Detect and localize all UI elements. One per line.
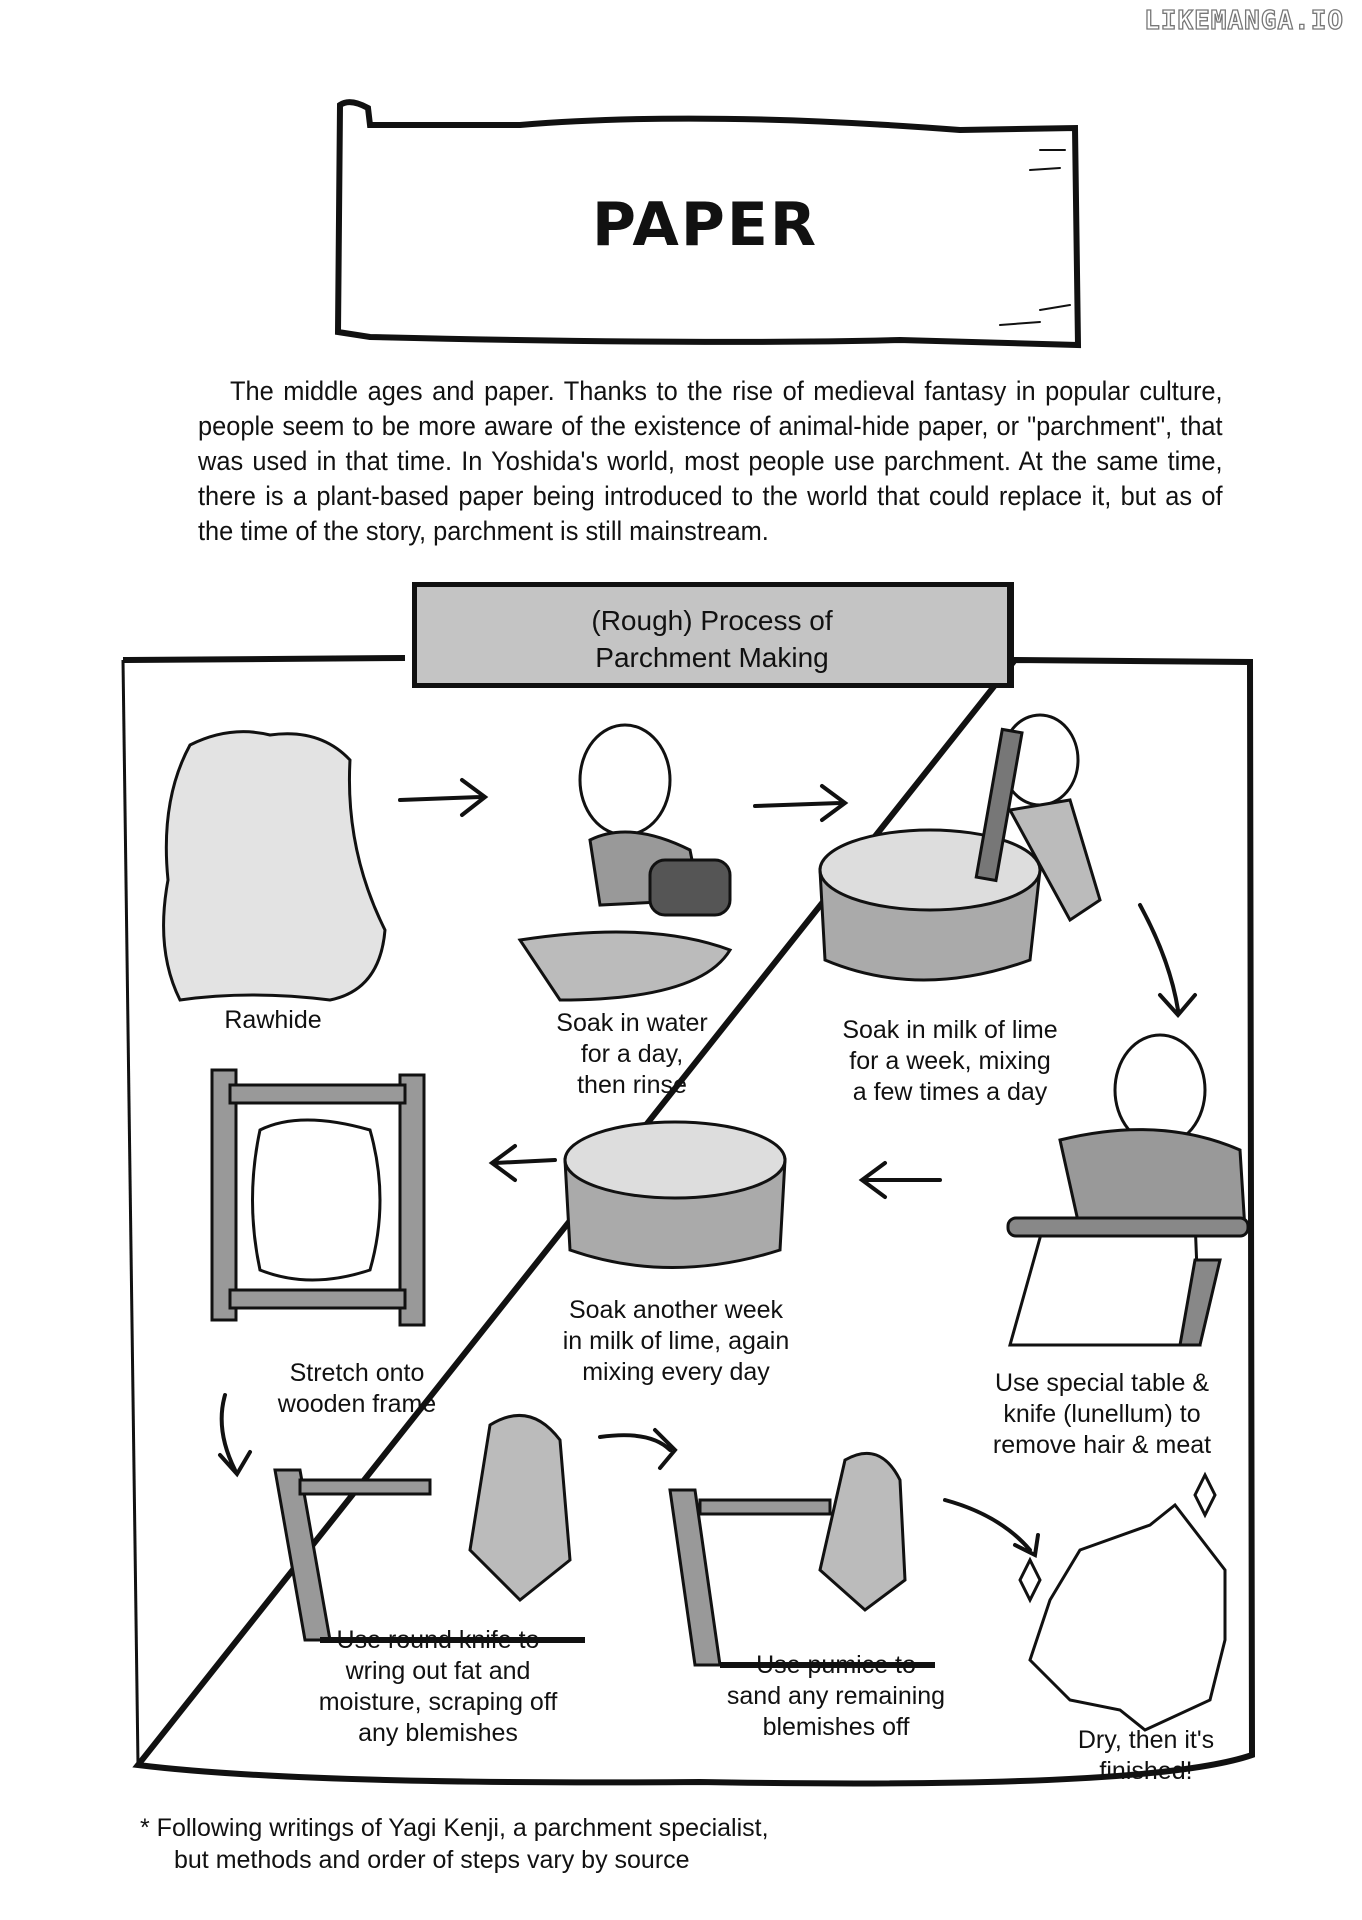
caption-line: in milk of lime, again bbox=[562, 1327, 790, 1355]
caption-line: mixing every day bbox=[582, 1358, 770, 1386]
step-caption: Stretch onto wooden frame bbox=[278, 1358, 436, 1420]
caption-line: then rinse bbox=[577, 1071, 687, 1099]
step-caption: Use pumice to sand any remaining blemishes… bbox=[727, 1650, 945, 1743]
caption-line: remove hair & meat bbox=[992, 1431, 1212, 1459]
step-caption: Use round knife to wring out fat and moist… bbox=[319, 1625, 558, 1749]
process-header: (Rough) Process of Parchment Making bbox=[412, 582, 1014, 688]
caption-line: Stretch onto bbox=[289, 1359, 425, 1387]
step-caption: Rawhide bbox=[224, 1005, 321, 1036]
caption-line: Dry, then it's bbox=[1077, 1726, 1215, 1754]
scraping-person-icon bbox=[1006, 1033, 1250, 1347]
watermark: LIKEMANGA.IO bbox=[1144, 5, 1344, 36]
mixing-tub-icon bbox=[818, 713, 1102, 982]
caption-line: wring out fat and bbox=[345, 1657, 531, 1685]
caption-line: for a week, mixing bbox=[849, 1047, 1051, 1075]
step-caption: Use special table & knife (lunellum) to re… bbox=[993, 1368, 1211, 1461]
process-frame bbox=[122, 655, 1256, 1787]
rawhide-icon bbox=[162, 730, 387, 1002]
caption-line: Soak another week bbox=[568, 1296, 784, 1324]
caption-line: Soak in water bbox=[556, 1009, 708, 1037]
step-caption: Soak in milk of lime for a week, mixing a … bbox=[842, 1015, 1057, 1108]
caption-line: Soak in milk of lime bbox=[842, 1016, 1058, 1044]
caption-line: knife (lunellum) to bbox=[1003, 1400, 1201, 1428]
stretching-frame-icon bbox=[210, 1068, 426, 1327]
caption-line: moisture, scraping off bbox=[318, 1688, 558, 1716]
round-knife-person-icon bbox=[273, 1413, 585, 1643]
step-caption: Soak another week in milk of lime, again m… bbox=[563, 1295, 789, 1388]
step-caption: Soak in water for a day, then rinse bbox=[556, 1008, 707, 1101]
caption-line: Rawhide bbox=[224, 1006, 322, 1034]
caption-line: Use round knife to bbox=[336, 1626, 540, 1654]
soaking-person-icon bbox=[517, 723, 733, 1002]
caption-line: wooden frame bbox=[277, 1390, 437, 1418]
caption-line: sand any remaining bbox=[726, 1682, 946, 1710]
footnote: * Following writings of Yagi Kenji, a pa… bbox=[140, 1812, 769, 1876]
intro-text: The middle ages and paper. Thanks to the… bbox=[198, 376, 1223, 546]
caption-line: Use special table & bbox=[994, 1369, 1210, 1397]
caption-line: for a day, bbox=[580, 1040, 684, 1068]
step-caption: Dry, then it's finished! bbox=[1078, 1725, 1214, 1787]
finished-parchment-icon bbox=[1018, 1471, 1227, 1732]
caption-line: Use pumice to bbox=[756, 1651, 916, 1679]
footnote-line1: * Following writings of Yagi Kenji, a pa… bbox=[140, 1814, 769, 1842]
process-header-line1: (Rough) Process of bbox=[591, 605, 833, 636]
pumice-person-icon bbox=[668, 1451, 935, 1668]
intro-paragraph: The middle ages and paper. Thanks to the… bbox=[198, 374, 1223, 549]
process-header-line2: Parchment Making bbox=[595, 642, 829, 673]
caption-line: a few times a day bbox=[852, 1078, 1048, 1106]
caption-line: finished! bbox=[1099, 1757, 1193, 1785]
caption-line: blemishes off bbox=[762, 1713, 910, 1741]
arrow-icons bbox=[218, 778, 1197, 1559]
page-title: PAPER bbox=[591, 190, 819, 260]
title-scroll bbox=[334, 99, 1082, 349]
lime-tub-icon bbox=[563, 1120, 787, 1269]
caption-line: any blemishes bbox=[358, 1719, 518, 1747]
footnote-line2: but methods and order of steps vary by s… bbox=[174, 1846, 690, 1874]
